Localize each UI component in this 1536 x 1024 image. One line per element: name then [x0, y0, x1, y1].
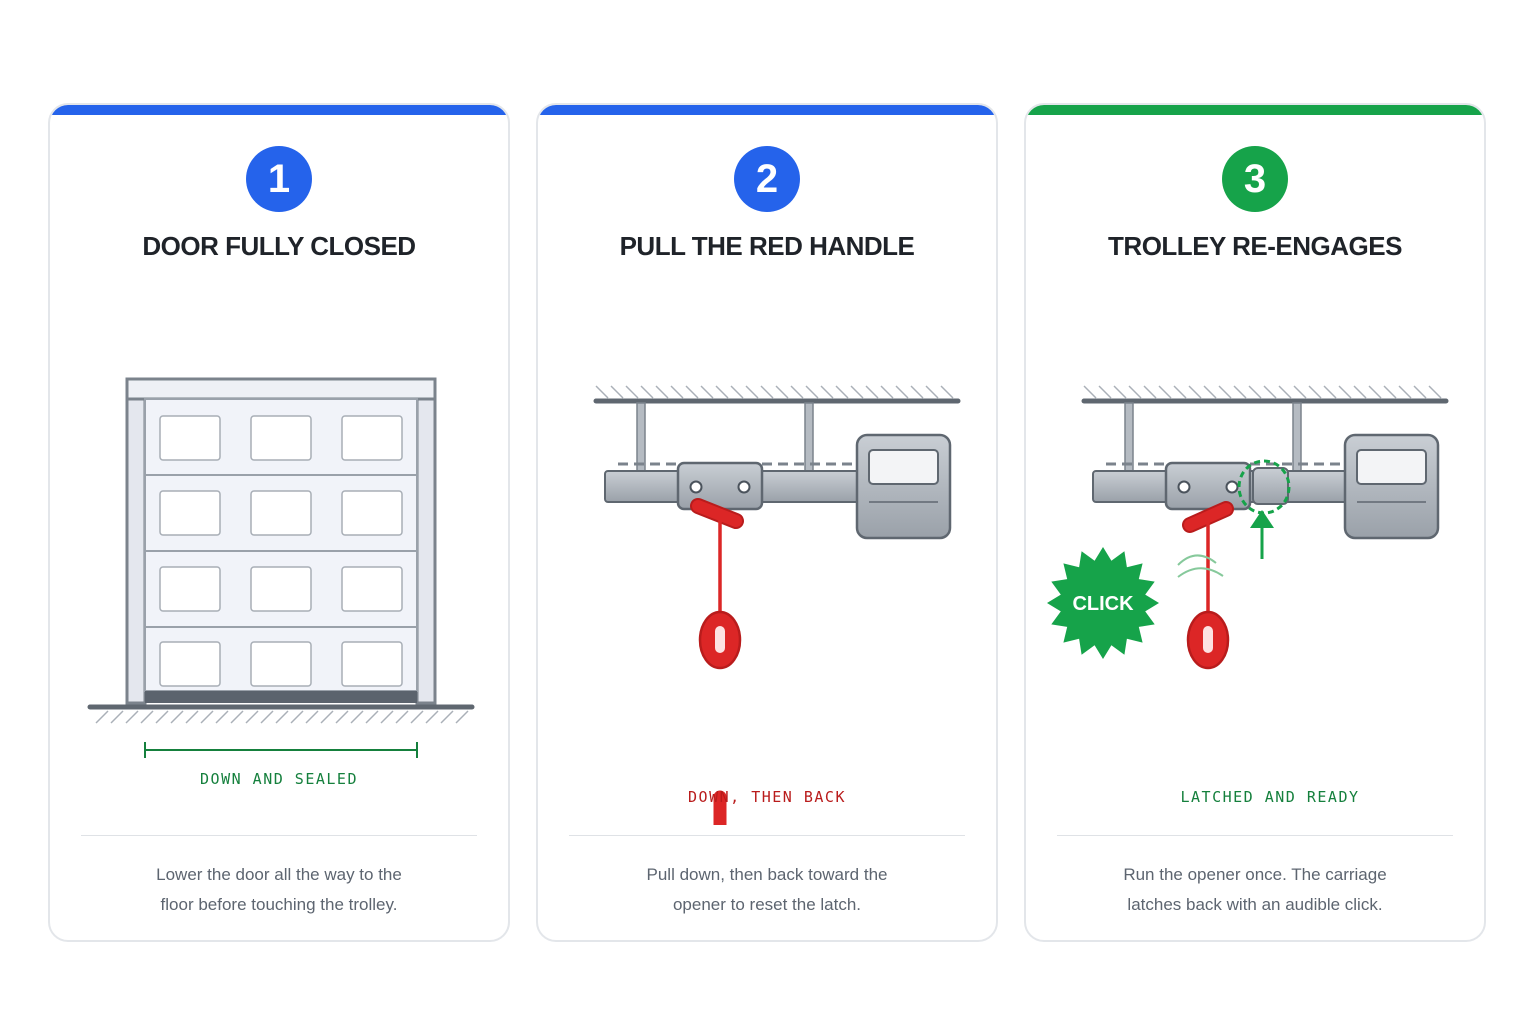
card-divider — [1057, 835, 1453, 836]
description-line: Pull down, then back toward the — [646, 865, 888, 884]
floor — [87, 704, 475, 724]
card-divider — [569, 835, 965, 836]
ceiling — [1081, 385, 1449, 404]
step-number-badge: 3 — [1222, 146, 1288, 212]
click-burst: CLICK — [1047, 547, 1159, 659]
step-description: Run the opener once. The carriage latche… — [1081, 860, 1429, 920]
step-title: PULL THE RED HANDLE — [619, 231, 915, 261]
step-number-badge: 2 — [734, 146, 800, 212]
card-accent-bar — [1026, 105, 1484, 115]
garage-door-illustration — [50, 345, 508, 825]
step-number-badge: 1 — [246, 146, 312, 212]
drive-block — [1252, 467, 1289, 505]
step-title: TROLLEY RE-ENGAGES — [1108, 231, 1402, 261]
red-release-handle — [1186, 610, 1230, 670]
step-card-3: 3 TROLLEY RE-ENGAGES — [1024, 103, 1486, 942]
card-accent-bar — [538, 105, 996, 115]
trolley-release-illustration — [538, 345, 996, 825]
step-card-2: 2 PULL THE RED HANDLE — [536, 103, 998, 942]
step-description: Pull down, then back toward the opener t… — [593, 860, 941, 920]
step-description: Lower the door all the way to the floor … — [105, 860, 453, 920]
card-divider — [81, 835, 477, 836]
trolley-carriage — [676, 461, 764, 511]
step-title: DOOR FULLY CLOSED — [142, 231, 416, 261]
opener-motor-unit — [855, 433, 952, 540]
seal-dimension-line — [144, 742, 418, 758]
click-label: CLICK — [1072, 593, 1134, 615]
step-caption: LATCHED AND READY — [1180, 788, 1360, 806]
description-line: Run the opener once. The carriage — [1123, 865, 1387, 884]
red-release-handle — [698, 610, 742, 670]
garage-door-panel — [144, 398, 418, 703]
trolley-reengage-illustration: CLICK — [1026, 345, 1484, 825]
trolley-carriage — [1164, 461, 1252, 511]
step-caption: DOWN, THEN BACK — [688, 788, 846, 806]
engage-up-arrow — [1250, 510, 1274, 559]
card-accent-bar — [50, 105, 508, 115]
opener-motor-unit — [1343, 433, 1440, 540]
ceiling — [593, 385, 961, 404]
step-card-1: 1 DOOR FULLY CLOSED — [48, 103, 510, 942]
step-caption: DOWN AND SEALED — [200, 770, 358, 788]
sound-wave-icon — [1177, 554, 1224, 578]
engagement-highlight — [1237, 459, 1291, 515]
bottom-seal — [145, 691, 417, 703]
description-line: floor before touching the trolley. — [160, 895, 398, 914]
description-line: Lower the door all the way to the — [156, 865, 402, 884]
description-line: latches back with an audible click. — [1127, 895, 1383, 914]
description-line: opener to reset the latch. — [672, 895, 862, 914]
